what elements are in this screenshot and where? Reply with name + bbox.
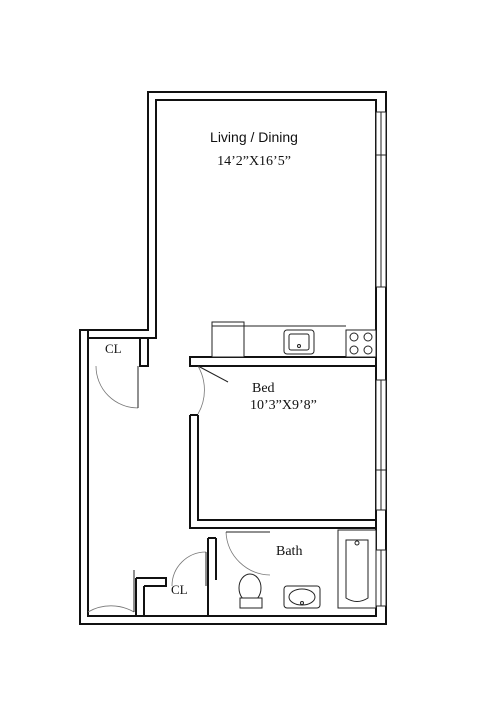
living-dining-label: Living / Dining bbox=[210, 129, 298, 145]
bath-left-wall bbox=[207, 538, 217, 616]
bedroom-walls bbox=[189, 365, 376, 529]
bed-label: Bed bbox=[252, 381, 275, 396]
closet-door-swing bbox=[95, 365, 139, 409]
stove-icon bbox=[345, 329, 377, 358]
bed-left-wall bbox=[189, 415, 376, 529]
upper-closet-label: CL bbox=[105, 341, 122, 356]
lower-closet-door-swing bbox=[171, 551, 207, 587]
sink-icon bbox=[283, 329, 315, 355]
lower-closet bbox=[87, 551, 207, 616]
entry-door-swing bbox=[87, 605, 135, 613]
bathtub-icon bbox=[337, 529, 377, 609]
bath-label: Bath bbox=[276, 544, 302, 559]
windows bbox=[375, 111, 387, 607]
bed-dimensions: 10’3”X9’8” bbox=[250, 398, 317, 413]
bath-door-swing bbox=[225, 531, 271, 576]
lower-closet-wall bbox=[135, 577, 167, 616]
bed-door-swing bbox=[197, 365, 205, 415]
exterior-walls bbox=[79, 91, 387, 625]
closet-wall bbox=[87, 330, 149, 367]
upper-closet bbox=[87, 330, 149, 409]
exterior-wall-inner bbox=[87, 99, 377, 617]
bathroom bbox=[207, 529, 377, 616]
refrigerator-icon bbox=[211, 321, 245, 358]
living-dining-dimensions: 14’2”X16’5” bbox=[217, 154, 291, 169]
kitchen bbox=[189, 321, 377, 367]
kitchen-partition-wall bbox=[189, 356, 377, 367]
exterior-wall-outer bbox=[79, 91, 387, 625]
lower-closet-label: CL bbox=[171, 582, 188, 597]
